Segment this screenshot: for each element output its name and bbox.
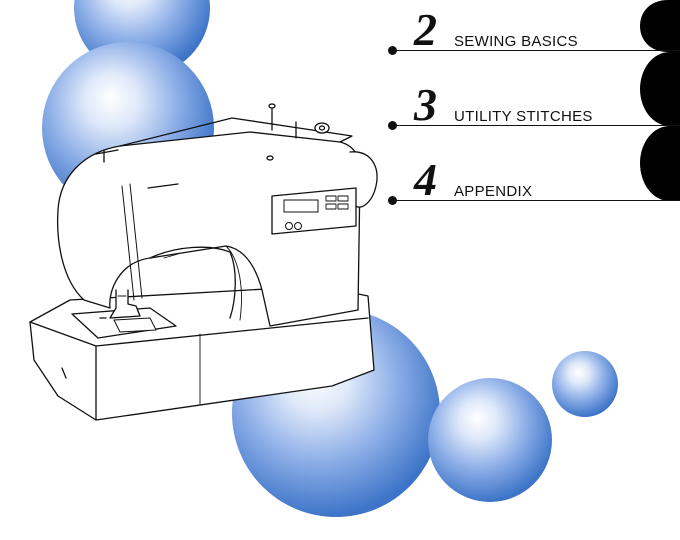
chapter-entry-3[interactable]: 3 UTILITY STITCHES [388,66,680,130]
chapter-entry-4[interactable]: 4 APPENDIX [388,141,680,205]
chapter-title: SEWING BASICS [454,33,578,50]
chapter-tab [640,52,680,126]
divider-line [392,49,680,51]
decorative-sphere [428,378,552,502]
divider-line [392,124,680,126]
chapter-tab [640,0,680,52]
sewing-machine-illustration [29,103,378,421]
chapter-number: 2 [414,4,437,55]
divider-line [392,199,680,201]
chapter-entry-2[interactable]: 2 SEWING BASICS [388,0,680,55]
decorative-sphere [552,351,618,417]
chapter-title: APPENDIX [454,183,533,200]
chapter-number: 4 [414,154,437,205]
chapter-title: UTILITY STITCHES [454,108,593,125]
chapter-tab [640,126,680,201]
chapter-number: 3 [414,79,437,130]
